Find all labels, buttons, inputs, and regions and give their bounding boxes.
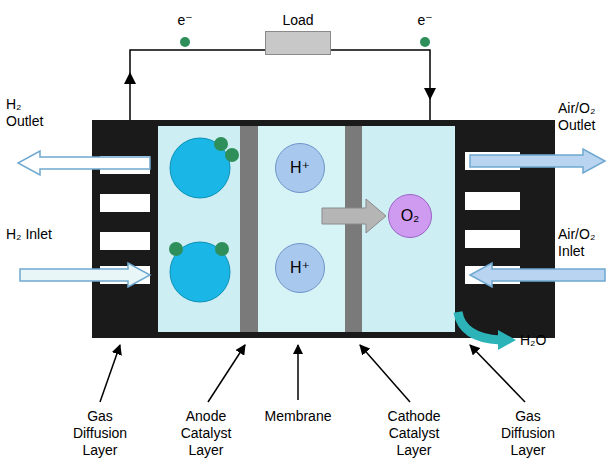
h2-inlet-arrow xyxy=(20,263,150,287)
leader-arrows xyxy=(100,345,525,402)
current-arrow xyxy=(124,72,136,84)
h2-molecule xyxy=(170,242,230,302)
layer-label: Membrane xyxy=(262,408,334,425)
current-arrow xyxy=(424,88,436,100)
layer-label: Cathode Catalyst Layer xyxy=(378,408,450,458)
circuit-wire xyxy=(130,50,430,120)
product-label: H₂O xyxy=(520,332,560,349)
hydrogen-atom xyxy=(169,242,183,256)
load-resistor xyxy=(265,31,331,55)
cathode-catalyst-layer xyxy=(345,126,362,332)
hydrogen-atom xyxy=(214,137,228,151)
layer-label: Gas Diffusion Layer xyxy=(494,408,562,458)
hydrogen-atom xyxy=(225,148,239,162)
h2-molecule xyxy=(170,138,230,198)
oxygen-molecule: O₂ xyxy=(388,194,432,238)
load-label: Load xyxy=(265,12,331,29)
port-label: H₂ Outlet xyxy=(6,96,58,130)
cell-interior xyxy=(158,126,455,332)
air-outlet-arrow xyxy=(470,149,605,173)
proton-ion: H⁺ xyxy=(275,143,325,193)
load-box: Load xyxy=(265,12,331,55)
air-inlet-arrow xyxy=(470,263,605,287)
hydrogen-atom xyxy=(215,242,229,256)
electron-label: e⁻ xyxy=(170,12,200,29)
h2-outlet-arrow xyxy=(18,151,150,175)
port-label: Air/O₂ Inlet xyxy=(558,226,612,260)
proton-flow-arrow xyxy=(322,199,386,233)
water-outlet-arrowhead xyxy=(498,330,516,350)
ion-label: O₂ xyxy=(401,206,420,225)
proton-ion: H⁺ xyxy=(275,243,325,293)
ion-label: H⁺ xyxy=(290,258,310,277)
layer-label: Gas Diffusion Layer xyxy=(66,408,134,458)
membrane xyxy=(258,126,345,332)
port-label: Air/O₂ Outlet xyxy=(558,100,612,134)
electron-dot xyxy=(180,37,190,47)
anode-catalyst-layer xyxy=(240,126,258,332)
port-label: H₂ Inlet xyxy=(6,226,58,243)
layer-label: Anode Catalyst Layer xyxy=(172,408,240,458)
electron-dot xyxy=(420,37,430,47)
ion-label: H⁺ xyxy=(290,158,310,177)
cell-housing xyxy=(92,120,555,338)
electron-label: e⁻ xyxy=(410,12,440,29)
water-outlet-arrow xyxy=(458,312,500,340)
